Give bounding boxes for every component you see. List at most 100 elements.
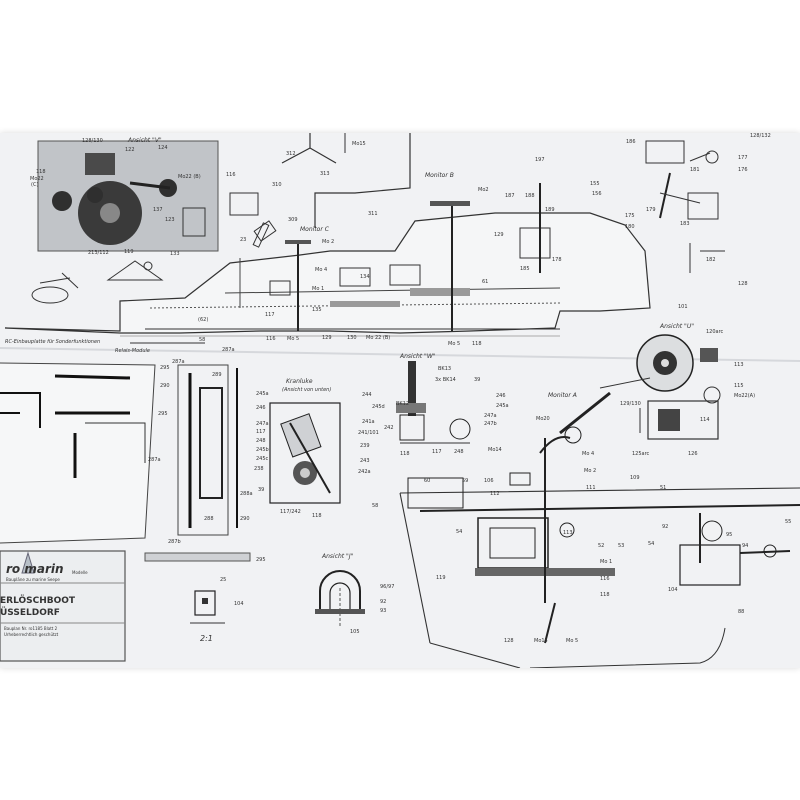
part-label: 295 [158, 411, 168, 417]
part-label: 117 [265, 312, 275, 318]
part-label: Mo14 [488, 447, 502, 453]
kranluke-label: Kranluke [286, 378, 313, 385]
part-label: 175 [625, 213, 635, 219]
part-label: 310 [272, 182, 282, 188]
part-label: 126 [688, 451, 698, 457]
part-label: 309 [288, 217, 298, 223]
part-label: Mo22(A) [734, 393, 755, 399]
part-label: 313 [320, 171, 330, 177]
part-label: 247b [484, 421, 497, 427]
part-label: 39 [474, 377, 480, 383]
sheet-small-1: Bauplan Nr. ro1185 Blatt 2 [4, 626, 58, 631]
part-label: 247a [256, 421, 269, 427]
relais-caption: Relais-Module [115, 348, 150, 354]
part-label: 119 [436, 575, 446, 581]
part-label: 135 [312, 307, 322, 313]
part-label: 241/101 [358, 430, 379, 436]
part-label: 112 [490, 491, 500, 497]
part-label: 61 [482, 279, 488, 285]
monitor-b-label: Monitor B [425, 172, 454, 179]
part-104-detail [194, 590, 216, 616]
part-label: 92 [380, 599, 386, 605]
ansicht-u-label: Ansicht "U" [659, 323, 694, 330]
brand-name: ro marin [6, 562, 64, 576]
part-label: 182 [706, 257, 716, 263]
part-label: 51 [660, 485, 666, 491]
part-label: 54 [456, 529, 462, 535]
part-label: 118 [36, 169, 46, 175]
part-label: 117/242 [280, 509, 301, 515]
part-label: 137 [153, 207, 163, 213]
part-label: 101 [678, 304, 688, 310]
part-label: (62) [198, 317, 208, 323]
part-label: 128 [738, 281, 748, 287]
part-label: 119 [124, 249, 134, 255]
ansicht-j-view [315, 570, 365, 628]
part-label: Mo 5 [448, 341, 460, 347]
part-label: 189 [545, 207, 555, 213]
ansicht-v-view [37, 140, 219, 252]
part-label: 116 [600, 576, 610, 582]
part-label: Mo 2 [584, 468, 596, 474]
part-label: 187 [505, 193, 515, 199]
part-label: 117 [256, 429, 266, 435]
part-label: 130 [347, 335, 357, 341]
part-label: Mo22 (B) [178, 174, 201, 180]
part-label: 123 [165, 217, 175, 223]
hull-section-left [0, 362, 251, 562]
part-label: 88 [738, 609, 744, 615]
part-label: 134 [360, 274, 370, 280]
part-label: 312 [286, 151, 296, 157]
part-label: 39 [258, 487, 264, 493]
part-label: 128/132 [750, 133, 771, 139]
part-label: 3x BK14 [435, 377, 456, 383]
part-label: 55 [785, 519, 791, 525]
part-label: 59 [462, 478, 468, 484]
part-label: 213/112 [88, 250, 109, 256]
part-label: 116 [266, 336, 276, 342]
part-label: 52 [598, 543, 604, 549]
sheet-title-2: ÜSSELDORF [0, 607, 60, 618]
ansicht-j-label: Ansicht "J" [321, 553, 354, 560]
part-label: 23 [240, 237, 246, 243]
part-label: 287a [222, 347, 235, 353]
part-label: 129 [322, 335, 332, 341]
part-label: 295 [256, 557, 266, 563]
part-label: 155 [590, 181, 600, 187]
part-label: Mo2 [478, 187, 489, 193]
part-label: Mo 5 [287, 336, 299, 342]
part-label: 124 [158, 145, 168, 151]
brand-sub: Modelle [72, 570, 88, 575]
part-label: Mo 4 [582, 451, 594, 457]
part-label: 133 [170, 251, 180, 257]
ansicht-v-label: Ansicht "V" [127, 137, 162, 144]
part-label: 245b [256, 447, 269, 453]
part-label: Mo 1 [312, 286, 324, 292]
part-label: 118 [472, 341, 482, 347]
part-label: 118 [600, 592, 610, 598]
part-label: 241a [362, 419, 375, 425]
part-label: 179 [646, 207, 656, 213]
part-label: 238 [254, 466, 264, 472]
part-label: BK13 [438, 366, 451, 372]
monitor-a-view [399, 391, 800, 668]
detail-top-right [645, 140, 725, 273]
side-view-hull [4, 133, 651, 344]
part-label: 128 [504, 638, 514, 644]
part-label: Mo 5 [566, 638, 578, 644]
part-label: Mo 4 [315, 267, 327, 273]
part-label: 104 [668, 587, 678, 593]
part-label: 288a [240, 491, 253, 497]
part-label: 290 [240, 516, 250, 522]
part-label: Mo15 [534, 638, 548, 644]
part-label: 245a [256, 391, 269, 397]
part-label: 290 [160, 383, 170, 389]
part-label: 246 [496, 393, 506, 399]
brand-tagline: Baupläne zu marine Seepe [6, 577, 60, 582]
ansicht-w-label: Ansicht "W" [399, 353, 436, 360]
part-label: 111 [586, 485, 596, 491]
part-label: 247a [484, 413, 497, 419]
part-label: 122 [125, 147, 135, 153]
part-label: 58 [199, 337, 205, 343]
